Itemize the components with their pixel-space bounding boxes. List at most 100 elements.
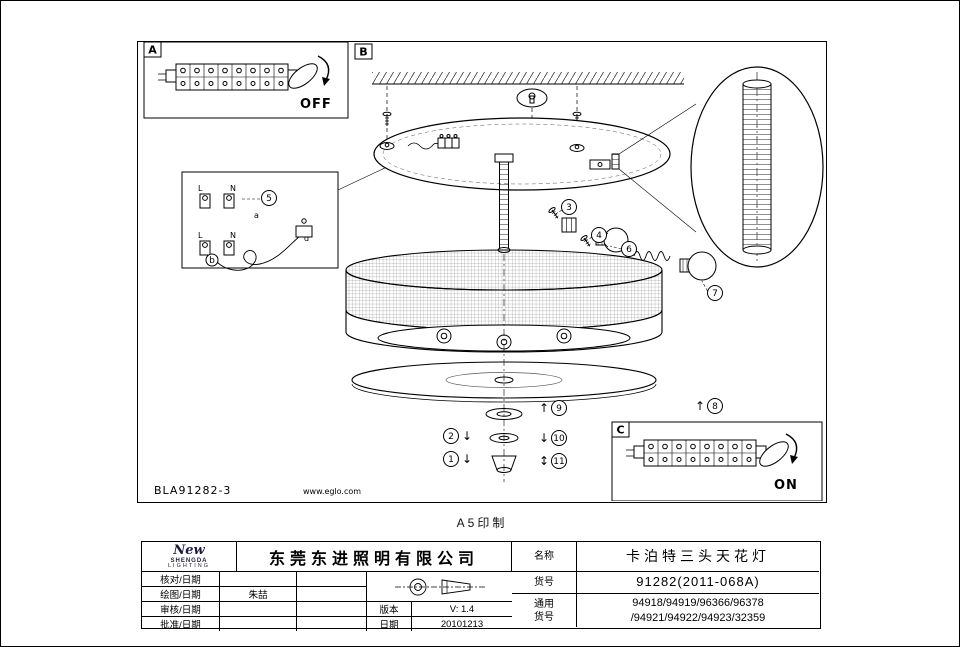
a-label: a [254, 211, 259, 220]
svg-text:3: 3 [566, 203, 572, 213]
projection-symbol-cell [367, 572, 512, 602]
empty-cell [297, 617, 367, 631]
svg-text:8: 8 [712, 402, 718, 412]
row-label-approve: 批准/日期 [142, 617, 220, 631]
row-label-draw: 绘图/日期 [142, 587, 220, 602]
down-arrow-icon: ↓ [539, 431, 549, 445]
common-item-value: 94918/94919/96366/96378 /94921/94922/949… [577, 594, 819, 627]
terminal-strip-icon [626, 439, 767, 467]
terminal-strip-icon [158, 63, 299, 91]
up-arrow-icon: ↑ [539, 401, 549, 415]
callout-10: 10 [551, 430, 567, 446]
section-c: C ON [611, 421, 823, 501]
callout-11: 11 [551, 453, 567, 469]
magnifier-detail [618, 66, 824, 268]
section-b: B [354, 43, 373, 60]
callout-3: 3 [561, 199, 577, 215]
svg-text:11: 11 [553, 457, 564, 467]
print-note: A5印制 [456, 516, 508, 530]
on-label: ON [774, 478, 798, 493]
up-arrow-icon: ↑ [695, 399, 705, 413]
svg-text:1: 1 [448, 455, 454, 465]
ceiling-canopy [373, 117, 671, 191]
svg-text:b: b [209, 256, 215, 266]
svg-text:2: 2 [448, 432, 454, 442]
n-bottom-label: N [230, 231, 236, 240]
empty-cell [297, 602, 367, 617]
empty-cell [297, 587, 367, 602]
callout-8: 8 [707, 398, 723, 414]
item-label: 货号 [512, 572, 577, 594]
ceiling-hatch [372, 72, 684, 85]
date-label: 日期 [367, 617, 412, 631]
projection-symbol-icon [394, 578, 485, 595]
callout-b: b [205, 253, 219, 267]
d-label: d [304, 234, 309, 243]
callout-5: 5 [261, 190, 277, 206]
n-top-label: N [230, 184, 236, 193]
l-bottom-label: L [198, 231, 203, 240]
version-label: 版本 [367, 602, 412, 617]
approval-grid: 核对/日期 绘图/日期 朱喆 审核/日期 版本 V: 1.4 批准/日期 [142, 572, 512, 631]
svg-text:9: 9 [556, 404, 562, 414]
press-arrow-icon [317, 55, 330, 81]
press-arrow-icon [785, 433, 798, 459]
company-name: 东莞东进照明有限公司 [237, 542, 512, 572]
company-logo: New SHENGDA LIGHTING [142, 542, 237, 572]
svg-text:6: 6 [626, 245, 632, 255]
down-arrow-icon: ↓ [462, 452, 472, 466]
section-a-label: A [148, 44, 157, 57]
callout-9: 9 [551, 400, 567, 416]
spring-icon [633, 251, 671, 261]
wiring-detail-box: L N a d L N b 5 [181, 157, 407, 271]
callout-2: 2 [443, 428, 459, 444]
section-c-label: C [616, 424, 624, 437]
title-block: New SHENGDA LIGHTING 东莞东进照明有限公司 核对/日期 绘图… [141, 541, 821, 631]
terminal-block-on-canopy [407, 134, 460, 150]
row-value-check [220, 572, 297, 587]
svg-text:7: 7 [712, 289, 718, 299]
row-value-approve [220, 617, 297, 631]
name-value: 卡泊特三头天花灯 [577, 542, 819, 572]
doc-code: BLA91282-3 [154, 484, 231, 497]
common-value-line1: 94918/94919/96366/96378 [632, 597, 764, 610]
common-value-line2: /94921/94922/94923/32359 [630, 611, 766, 624]
keyhole-detail [516, 88, 548, 120]
logo-script-text: New [173, 542, 205, 558]
svg-text:5: 5 [266, 194, 272, 204]
l-top-label: L [198, 184, 203, 193]
row-value-draw: 朱喆 [220, 587, 297, 602]
empty-cell [297, 572, 367, 587]
row-label-review: 审核/日期 [142, 602, 220, 617]
svg-text:4: 4 [596, 231, 602, 241]
small-screws [548, 207, 591, 247]
logo-line2: LIGHTING [168, 562, 210, 569]
updown-arrow-icon: ↕ [539, 454, 549, 468]
date-value: 20101213 [440, 618, 484, 630]
callout-1: 1 [443, 451, 459, 467]
assembly-diagram: L N a d L N b 5 [143, 42, 824, 501]
callout-leaders [553, 209, 708, 292]
off-label: OFF [300, 97, 332, 112]
common-label-line2: 货号 [534, 611, 554, 623]
item-value: 91282(2011-068A) [577, 572, 819, 594]
row-label-check: 核对/日期 [142, 572, 220, 587]
svg-text:10: 10 [553, 434, 565, 444]
section-b-label: B [359, 46, 367, 59]
finger-icon [759, 441, 789, 467]
callouts: 3 4 6 7 8 9 10 11 2 1 ↑ ↑ ↓ ↕ ↓ ↓ [443, 199, 723, 469]
logo-line1: SHENGDA [170, 557, 208, 564]
callout-7: 7 [707, 285, 723, 301]
section-a: A OFF [143, 42, 349, 119]
name-label: 名称 [512, 542, 577, 572]
drawing-frame: L N a d L N b 5 [137, 41, 827, 503]
version-value: V: 1.4 [412, 602, 512, 617]
callout-6: 6 [621, 241, 637, 257]
finger-icon [288, 63, 318, 89]
product-grid: 名称 卡泊特三头天花灯 货号 91282(2011-068A) 通用 货号 94… [512, 542, 819, 627]
common-label-line1: 通用 [534, 598, 554, 610]
row-value-review [220, 602, 297, 617]
common-item-label: 通用 货号 [512, 594, 577, 627]
callout-4: 4 [591, 227, 607, 243]
down-arrow-icon: ↓ [462, 429, 472, 443]
